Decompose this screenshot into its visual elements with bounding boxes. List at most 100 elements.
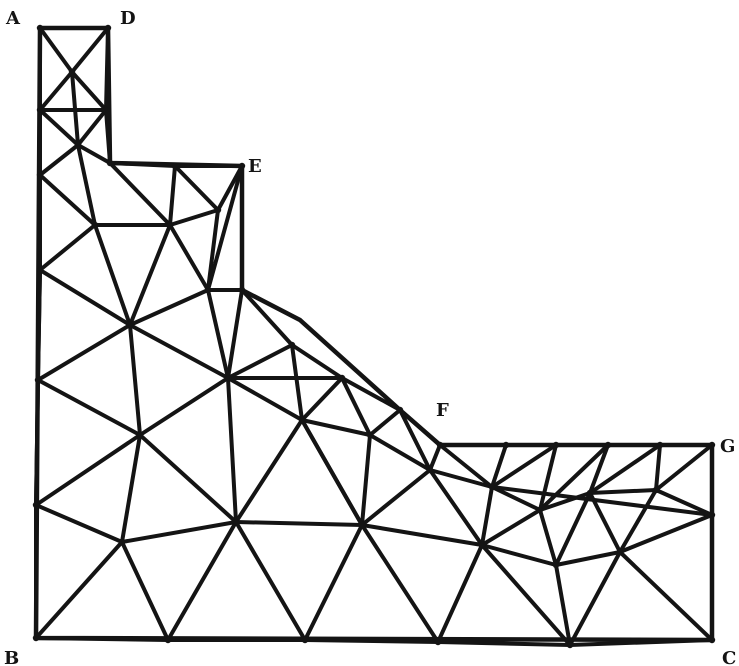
- mesh-node: [32, 634, 40, 642]
- mesh-edge: [70, 70, 80, 147]
- mesh-edge: [300, 418, 364, 527]
- mesh-node: [118, 538, 126, 546]
- mesh-edge: [93, 223, 132, 327]
- mesh-edge: [480, 508, 542, 547]
- vertex-label-c: C: [722, 648, 736, 666]
- mesh-edge: [618, 550, 714, 642]
- vertex-label-e: E: [248, 156, 262, 177]
- mesh-edge: [554, 491, 592, 567]
- mesh-edge: [490, 443, 508, 489]
- mesh-edge: [168, 223, 210, 292]
- mesh-node: [214, 206, 222, 214]
- mesh-edge: [360, 523, 484, 547]
- mesh-edge: [554, 550, 622, 567]
- mesh-node: [102, 106, 110, 114]
- mesh-edge: [38, 268, 132, 327]
- mesh-edge: [206, 164, 244, 292]
- mesh-node: [434, 638, 442, 646]
- mesh-node: [426, 466, 434, 474]
- mesh-node: [708, 636, 716, 644]
- mesh-node: [32, 501, 40, 509]
- mesh-node: [36, 266, 44, 274]
- mesh-node: [298, 416, 306, 424]
- mesh-edge: [436, 543, 484, 644]
- mesh-node: [396, 406, 404, 414]
- mesh-node: [358, 521, 366, 529]
- mesh-edge: [538, 443, 610, 512]
- mesh-node: [34, 376, 42, 384]
- mesh-edge: [38, 173, 97, 227]
- mesh-edge: [36, 323, 132, 382]
- mesh-edge: [173, 164, 220, 212]
- mesh-node: [136, 431, 144, 439]
- mesh-edge: [38, 108, 80, 147]
- mesh-edges: [34, 26, 714, 647]
- mesh-edge: [340, 376, 372, 437]
- mesh-edge: [303, 523, 364, 642]
- mesh-edge: [480, 543, 558, 567]
- vertex-label-d: D: [120, 8, 136, 29]
- mesh-node: [604, 441, 612, 449]
- mesh-edge: [34, 540, 124, 640]
- mesh-edge: [70, 70, 108, 112]
- vertex-label-a: A: [5, 8, 21, 29]
- mesh-edge: [480, 485, 494, 547]
- mesh-edge: [206, 288, 230, 380]
- vertex-label-b: B: [4, 648, 19, 666]
- mesh-edge: [120, 433, 142, 544]
- mesh-node: [68, 68, 76, 76]
- mesh-edge: [38, 143, 80, 177]
- mesh-node: [224, 374, 232, 382]
- mesh-node: [536, 506, 544, 514]
- mesh-edge: [300, 376, 344, 422]
- vertex-label-f: F: [436, 400, 449, 421]
- mesh-edge: [138, 376, 230, 437]
- mesh-edge: [120, 520, 238, 544]
- mesh-edge: [234, 418, 304, 524]
- mesh-edge: [128, 323, 230, 380]
- mesh-edge: [340, 376, 402, 412]
- mesh-edge: [588, 443, 610, 495]
- mesh-edge: [168, 164, 177, 227]
- mesh-edge: [120, 540, 170, 642]
- mesh-node: [552, 441, 560, 449]
- mesh-edge: [226, 343, 294, 380]
- mesh-edge: [368, 433, 432, 472]
- mesh-node: [708, 441, 716, 449]
- mesh-edge: [588, 491, 622, 554]
- mesh-edge: [554, 563, 572, 647]
- mesh-edge: [108, 161, 172, 227]
- mesh-node: [204, 286, 212, 294]
- mesh-node: [104, 24, 112, 32]
- mesh-edge: [166, 520, 238, 642]
- mesh-edge: [38, 26, 74, 74]
- mesh-node: [502, 441, 510, 449]
- mesh-edge: [290, 343, 304, 422]
- mesh-node: [708, 511, 716, 519]
- mesh-edge: [226, 288, 244, 380]
- mesh-node: [36, 24, 44, 32]
- mesh-edge: [34, 503, 124, 544]
- mesh-edge: [490, 443, 558, 489]
- mesh-edge: [36, 378, 142, 437]
- mesh-edge: [654, 488, 714, 517]
- mesh-edge: [588, 443, 662, 495]
- mesh-edge: [538, 491, 592, 512]
- mesh-edge: [76, 108, 108, 147]
- mesh-edge: [398, 408, 432, 472]
- mesh-node: [74, 141, 82, 149]
- mesh-node: [232, 518, 240, 526]
- mesh-edge: [428, 468, 494, 489]
- mesh-edge: [76, 143, 112, 165]
- mesh-edge: [234, 520, 364, 527]
- mesh-node: [488, 483, 496, 491]
- mesh-edge: [438, 443, 494, 489]
- mesh-edge: [360, 468, 432, 527]
- mesh-node: [126, 321, 134, 329]
- vertex-label-g: G: [720, 436, 735, 457]
- mesh-edge: [428, 468, 484, 547]
- mesh-edge: [128, 223, 172, 327]
- mesh-node: [91, 221, 99, 229]
- mesh-node: [478, 541, 486, 549]
